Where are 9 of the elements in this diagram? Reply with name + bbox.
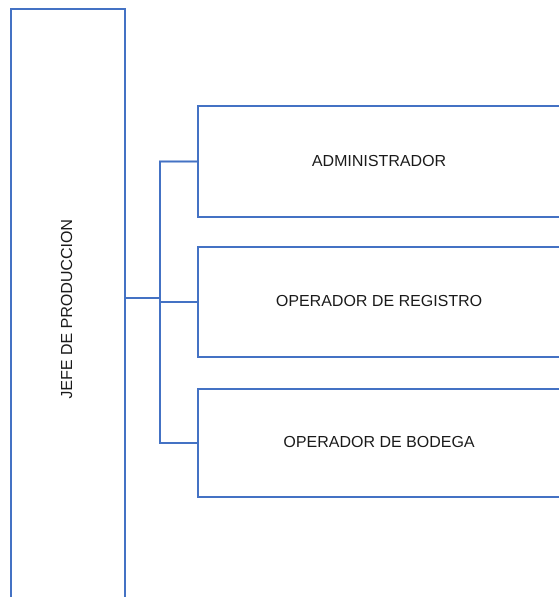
org-box xyxy=(197,388,559,498)
role-title: OPERADOR DE REGISTRO xyxy=(276,293,482,311)
role-title: OPERADOR DE BODEGA xyxy=(283,434,475,452)
org-box xyxy=(10,8,126,597)
connector-line xyxy=(126,297,197,444)
org-box xyxy=(197,105,559,218)
role-title: ADMINISTRADOR xyxy=(312,152,446,170)
org-box xyxy=(197,246,559,358)
role-title: JEFE DE PRODUCCION xyxy=(59,219,77,399)
